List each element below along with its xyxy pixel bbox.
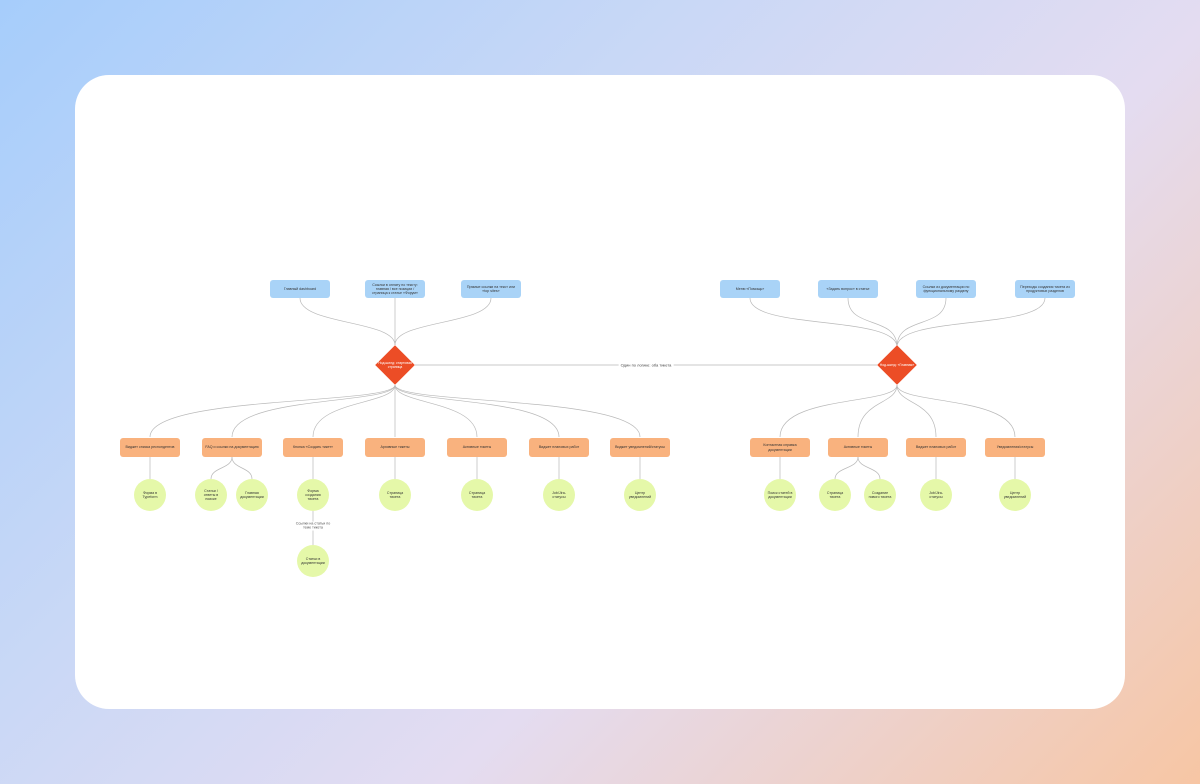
right-hub-label: Нод-шилд: «Главная» xyxy=(879,362,915,367)
page-node: Страница тикета xyxy=(819,479,851,511)
widget-node: Активные тикеты xyxy=(828,438,888,457)
connector-line xyxy=(779,384,898,438)
entry-node: Меню «Помощь» xyxy=(720,280,780,298)
diagram-card: Нод-шилд: стартовая страница Нод-шилд: «… xyxy=(75,75,1125,709)
page-node: Создание нового тикета xyxy=(864,479,896,511)
connector-line xyxy=(834,456,859,480)
page-node: Job/Jira-статусы xyxy=(920,479,952,511)
widget-node: FAQ и ссылки на документацию xyxy=(202,438,262,457)
page-node: Страница тикета xyxy=(379,479,411,511)
connector-line xyxy=(896,297,1046,348)
right-hub-diamond xyxy=(877,345,917,385)
connector-line xyxy=(394,384,641,438)
widget-node: Активные тикеты xyxy=(447,438,507,457)
widget-node: Виджет плановых работ xyxy=(906,438,966,457)
hub-diamonds xyxy=(375,345,917,385)
connector-line xyxy=(857,456,881,480)
page-node: Страница тикета xyxy=(461,479,493,511)
page-node: Статьи / ответы в поиске xyxy=(195,479,227,511)
connector-line xyxy=(312,384,396,438)
widget-node: Архивные тикеты xyxy=(365,438,425,457)
page-node: Job/Jira-статусы xyxy=(543,479,575,511)
widget-node: Виджет плановых работ xyxy=(529,438,589,457)
widget-node: Уведомления/статусы xyxy=(985,438,1045,457)
connector-line xyxy=(299,297,396,346)
connector-line xyxy=(231,456,253,480)
connector-note: Ссылки на статьи по теме тикета xyxy=(293,521,333,531)
connector-line xyxy=(896,384,937,438)
connector-line xyxy=(896,384,1016,438)
connector-line xyxy=(857,384,898,438)
connector-line xyxy=(749,297,898,348)
widget-node: Контактная справка документации xyxy=(750,438,810,457)
entry-node: Ссылки из документации по функциональном… xyxy=(916,280,976,298)
widget-node: Кнопка «Создать тикет» xyxy=(283,438,343,457)
page-node: Главная документации xyxy=(236,479,268,511)
connector-line xyxy=(847,297,898,348)
hub-link-label: Один по логике: оба тикета xyxy=(618,362,674,368)
entry-node: Переходы создания тикета из продуктовых … xyxy=(1015,280,1075,298)
widget-node: Виджет уведомлений/статусы xyxy=(610,438,670,457)
connector-line xyxy=(394,297,492,346)
connector-line xyxy=(896,297,947,348)
widget-node: Виджет списка респондентов xyxy=(120,438,180,457)
connector-line xyxy=(394,384,560,438)
connector-layer xyxy=(149,297,1046,545)
entry-node: «Задать вопрос» в статье xyxy=(818,280,878,298)
page-node: Поиск статей в документации xyxy=(764,479,796,511)
left-hub-label: Нод-шилд: стартовая страница xyxy=(378,360,412,369)
entry-node: Ссылки в оплату по тексту: главная / все… xyxy=(365,280,425,298)
page-node: Центр уведомлений xyxy=(999,479,1031,511)
connector-line xyxy=(231,384,396,438)
connector-line xyxy=(149,384,396,438)
page-node: Форма в Typeform xyxy=(134,479,166,511)
entry-node: Главный dashboard xyxy=(270,280,330,298)
page-node: Статьи в документации xyxy=(297,545,329,577)
page-node: Форма создания тикета xyxy=(297,479,329,511)
entry-node: Прямые ссылки на текст или «top sites» xyxy=(461,280,521,298)
connector-lines xyxy=(149,297,1046,545)
connector-line xyxy=(210,456,233,480)
page-node: Центр уведомлений xyxy=(624,479,656,511)
left-hub-diamond xyxy=(375,345,415,385)
connector-line xyxy=(394,384,478,438)
